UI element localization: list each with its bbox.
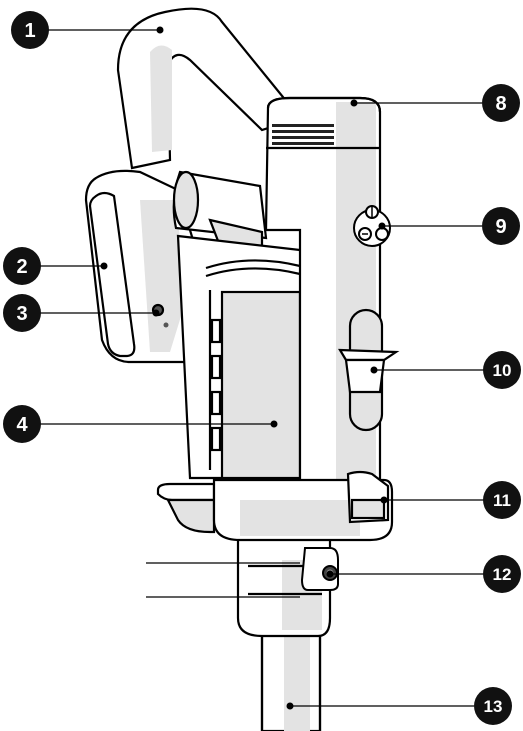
handle — [116, 7, 302, 170]
tube-release-button — [300, 547, 339, 591]
callout-13: 13 — [474, 687, 512, 725]
svg-text:12: 12 — [493, 565, 512, 584]
leader-lines — [40, 29, 484, 707]
svg-text:13: 13 — [484, 697, 503, 716]
exhaust-grille — [272, 124, 334, 145]
svg-text:11: 11 — [493, 491, 511, 510]
bin-release-slider — [338, 308, 400, 432]
dust-bin — [176, 234, 312, 480]
callout-1: 1 — [11, 11, 49, 49]
svg-text:3: 3 — [16, 303, 27, 325]
callout-9: 9 — [482, 207, 520, 245]
callout-2: 2 — [3, 247, 41, 285]
svg-text:10: 10 — [493, 361, 512, 380]
callout-10: 10 — [483, 351, 521, 389]
svg-text:1: 1 — [24, 20, 35, 42]
power-control-buttons — [353, 205, 391, 247]
callout-11: 11 — [483, 481, 521, 519]
svg-text:2: 2 — [16, 256, 27, 278]
callout-4: 4 — [3, 405, 41, 443]
leader-dots — [100, 26, 388, 710]
callout-3: 3 — [3, 294, 41, 332]
callout-12: 12 — [483, 555, 521, 593]
extension-tube — [260, 628, 322, 731]
svg-text:9: 9 — [495, 216, 506, 238]
svg-text:4: 4 — [16, 414, 28, 436]
base-collar — [156, 470, 394, 542]
grip-assembly — [84, 169, 198, 364]
callout-8: 8 — [482, 84, 520, 122]
svg-text:8: 8 — [495, 93, 506, 115]
